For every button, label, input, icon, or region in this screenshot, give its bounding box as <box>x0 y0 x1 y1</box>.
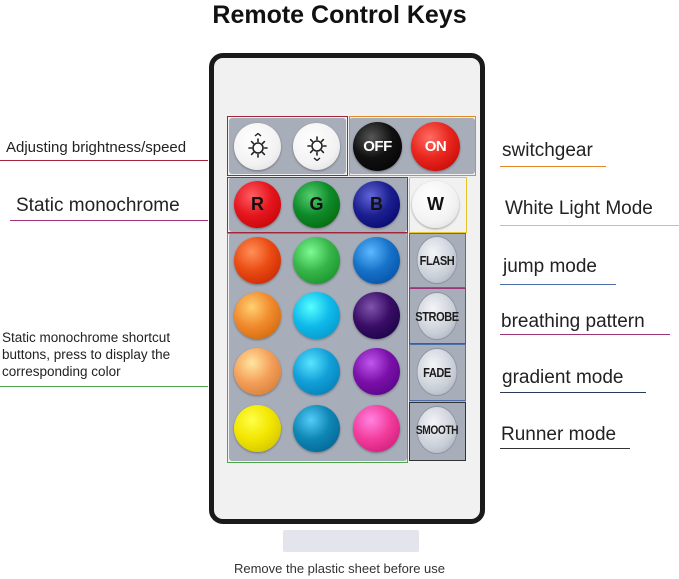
annotation-jump: jump mode <box>503 256 597 277</box>
diagram-title: Remote Control Keys <box>212 1 467 29</box>
color-button[interactable] <box>293 292 340 339</box>
color-button[interactable] <box>234 237 281 284</box>
red-button[interactable]: R <box>234 181 281 228</box>
annotation-static-monochrome: Static monochrome <box>16 195 180 216</box>
color-button[interactable] <box>353 292 400 339</box>
green-button[interactable]: G <box>293 181 340 228</box>
annotation-white-light-underline <box>500 225 679 226</box>
on-button[interactable]: ON <box>411 122 460 171</box>
annotation-gradient-underline <box>500 392 646 393</box>
annotation-static-underline <box>10 220 208 221</box>
brightness-down-button[interactable] <box>293 123 340 170</box>
annotation-shortcut: Static monochrome shortcut buttons, pres… <box>2 330 171 379</box>
color-button[interactable] <box>293 405 340 452</box>
strobe-highlight-box <box>409 288 466 344</box>
brightness-highlight-box <box>227 116 348 176</box>
color-button[interactable] <box>353 348 400 395</box>
smooth-button[interactable]: SMOOTH <box>416 406 459 454</box>
annotation-shortcut-underline <box>0 386 208 387</box>
footer-note: Remove the plastic sheet before use <box>233 561 445 576</box>
smooth-highlight-box <box>409 402 466 461</box>
annotation-brightness: Adjusting brightness/speed <box>6 139 187 156</box>
color-button[interactable] <box>353 237 400 284</box>
static-highlight-box <box>227 177 408 233</box>
color-button[interactable] <box>353 405 400 452</box>
grid-highlight-box <box>227 233 408 463</box>
color-button[interactable] <box>234 348 281 395</box>
fade-highlight-box <box>409 344 466 401</box>
annotation-switchgear-underline <box>500 166 606 167</box>
blue-button[interactable]: B <box>353 181 400 228</box>
color-button[interactable] <box>293 348 340 395</box>
white-highlight-box <box>409 177 467 233</box>
annotation-runner-underline <box>500 448 630 449</box>
sun-up-icon <box>247 132 268 158</box>
color-button[interactable] <box>293 237 340 284</box>
off-button[interactable]: OFF <box>353 122 402 171</box>
white-button[interactable]: W <box>412 181 459 228</box>
annotation-gradient: gradient mode <box>502 367 624 388</box>
annotation-switchgear: switchgear <box>502 140 593 161</box>
flash-highlight-box <box>409 233 466 288</box>
brightness-up-button[interactable] <box>234 123 281 170</box>
fade-button[interactable]: FADE <box>416 348 458 396</box>
annotation-jump-underline <box>500 284 616 285</box>
annotation-breathing-underline <box>500 334 670 335</box>
color-button[interactable] <box>234 405 281 452</box>
flash-button[interactable]: FLASH <box>416 236 458 284</box>
sun-down-icon <box>306 135 327 161</box>
color-button[interactable] <box>234 292 281 339</box>
strobe-button[interactable]: STROBE <box>415 292 459 340</box>
plastic-sheet-tab <box>283 530 419 552</box>
annotation-brightness-underline <box>0 160 208 161</box>
annotation-breathing: breathing pattern <box>501 311 645 332</box>
switch-highlight-box <box>349 116 476 176</box>
annotation-white-light: White Light Mode <box>505 198 653 219</box>
annotation-runner: Runner mode <box>501 424 617 445</box>
